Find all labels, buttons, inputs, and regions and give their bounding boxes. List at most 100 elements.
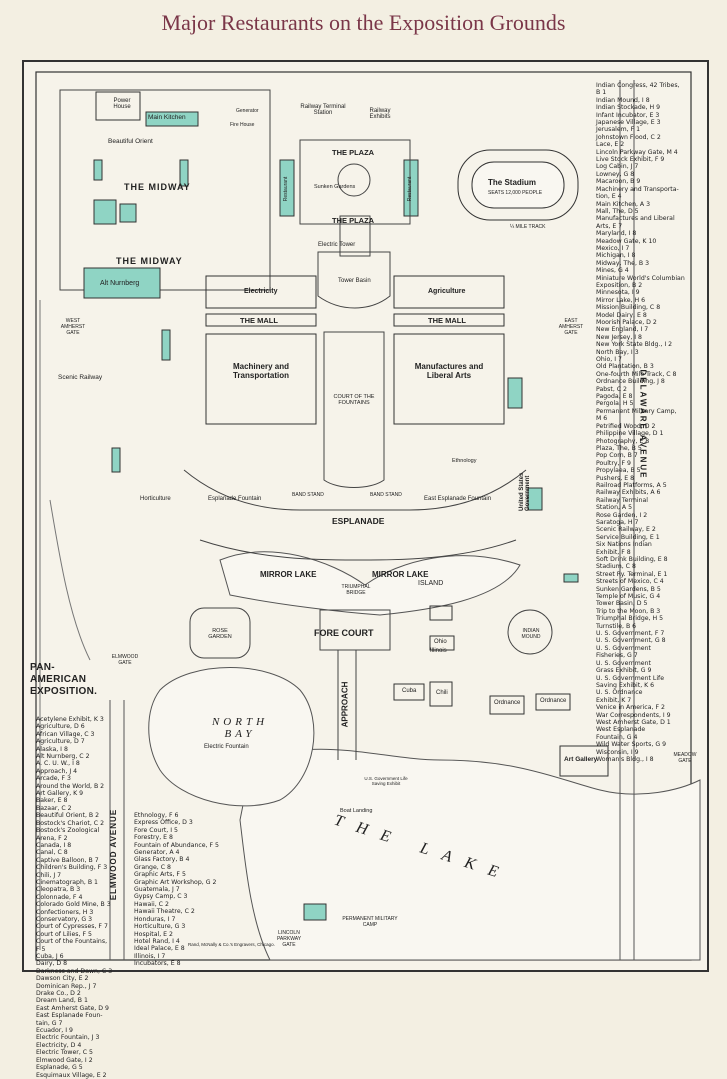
index-entry: Machinery and Transporta- xyxy=(596,185,679,193)
index-entry: Mirror Lake, H 6 xyxy=(596,296,646,304)
index-entry: Minnesota, I 9 xyxy=(596,289,640,297)
index-entry: Court of Lilies, F 5 xyxy=(36,930,92,938)
index-entry: Lace, E 2 xyxy=(596,141,625,149)
index-entry: Exhibit, F 8 xyxy=(596,548,631,556)
index-entry: Saving Exhibit, K 6 xyxy=(596,681,655,689)
label-the-midway-mid: THE MIDWAY xyxy=(116,256,183,266)
index-entry: Cuba, J 6 xyxy=(36,953,64,960)
index-entry: Philippine Village, D 1 xyxy=(596,430,664,438)
index-entry: Exposition, B 2 xyxy=(596,281,643,289)
label-court-fountains: COURT OF THE FOUNTAINS xyxy=(333,394,375,406)
restaurant-midway-3 xyxy=(119,203,137,223)
restaurant-plaza-east xyxy=(403,159,419,217)
restaurant-midway-1 xyxy=(93,159,103,181)
index-entry: Ideal Palace, E 8 xyxy=(134,945,185,953)
index-entry: African Village, C 3 xyxy=(36,730,95,738)
index-entry: U. S. Government, G 8 xyxy=(596,637,666,645)
label-mall-east: THE MALL xyxy=(428,316,466,325)
label-main-kitchen: Main Kitchen xyxy=(148,114,186,121)
index-entry: Railway Terminal xyxy=(596,496,649,504)
index-entry: Grange, C 8 xyxy=(134,863,171,871)
map-title: Major Restaurants on the Exposition Grou… xyxy=(161,10,566,35)
restaurant-us-gov xyxy=(527,487,543,511)
label-west-amherst-gate: WEST AMHERST GATE xyxy=(60,318,86,336)
label-indian-mound: INDIAN MOUND xyxy=(521,628,541,640)
index-entry: Exhibit, K 7 xyxy=(596,696,632,704)
index-entry: Canada, I 8 xyxy=(36,841,72,849)
index-entry: Dawson City, E 2 xyxy=(36,975,89,983)
label-tower-basin: Tower Basin xyxy=(338,278,371,284)
index-entry: Honduras, I 7 xyxy=(134,915,176,923)
index-entry: Ohio, I 7 xyxy=(596,356,622,364)
index-entry: Indian Mound, I 8 xyxy=(596,96,650,104)
index-entry: tion, E 4 xyxy=(596,193,622,201)
index-entry: Ethnology, F 6 xyxy=(134,812,179,819)
index-entry: U. S. Government Life xyxy=(596,674,665,682)
north-bay xyxy=(148,667,315,807)
legend-line: EXPOSITION. xyxy=(30,686,98,697)
label-approach: APPROACH xyxy=(340,681,350,728)
index-entry: Model Dairy, E 8 xyxy=(596,311,647,319)
label-ethnology: Ethnology xyxy=(452,458,477,464)
label-credit: Rand, McNally & Co.'s Engravers, Chicago… xyxy=(188,942,275,947)
index-entry: Six Nations Indian xyxy=(596,541,652,549)
label-life-saving: U.S. Government Life Saving Exhibit xyxy=(364,776,408,786)
index-entry: Horticulture, G 3 xyxy=(134,923,186,931)
index-entry: Generator, A 4 xyxy=(134,849,180,857)
index-entry: Fisheries, G 7 xyxy=(596,652,638,660)
index-entry: Gypsy Camp, C 3 xyxy=(134,893,188,901)
index-entry: Permanent Military Camp, xyxy=(596,407,677,415)
label-manufactures: Manufactures and Liberal Arts xyxy=(414,362,484,380)
index-entry: U. S. Government xyxy=(596,659,651,667)
index-entry: Glass Factory, B 4 xyxy=(134,856,190,864)
label-scenic-railway: Scenic Railway xyxy=(58,374,103,381)
restaurant-midway-5 xyxy=(161,329,171,361)
index-entry: Around the World, B 2 xyxy=(36,782,105,790)
index-entry: Cleopatra, B 3 xyxy=(36,886,81,894)
index-entry: Main Kitchen, A 3 xyxy=(596,200,651,208)
index-entry: Scenic Railway, E 2 xyxy=(596,526,656,534)
index-entry: Mission Building, C 8 xyxy=(596,304,661,312)
index-entry: Ecuador, I 9 xyxy=(36,1027,73,1035)
label-railway-exhibits: Railway Exhibits xyxy=(369,108,391,120)
label-the-stadium: The Stadium xyxy=(488,178,537,187)
index-entry: Hotel Rand, I 4 xyxy=(134,937,180,945)
index-entry: Fore Court, I 5 xyxy=(134,826,178,834)
label-ordnance-1: Ordnance xyxy=(494,700,521,706)
index-entry: Court of the Fountains, xyxy=(36,938,108,946)
restaurant-east xyxy=(507,377,523,409)
legend-line: PAN- xyxy=(30,662,55,673)
index-entry: Forestry, E 8 xyxy=(134,834,173,842)
label-ohio: Ohio xyxy=(434,639,447,645)
index-entry: Street Ry. Terminal, E 1 xyxy=(596,570,668,578)
index-entry: Drake Co., D 2 xyxy=(36,990,81,998)
index-entry: Plaza, The, B 5 xyxy=(596,444,642,452)
label-agriculture: Agriculture xyxy=(428,288,466,295)
index-entry: Photography, E 8 xyxy=(596,437,650,445)
index-entry: U. S. Government, F 7 xyxy=(596,630,665,638)
index-entry: Fountain of Abundance, F 5 xyxy=(134,841,219,849)
index-entry: A. C. U. W., I 8 xyxy=(36,760,80,768)
label-rose-garden: ROSE GARDEN xyxy=(208,628,232,640)
index-entry: East Esplanade Foun- xyxy=(36,1012,103,1020)
index-entry: Conservatory, G 3 xyxy=(36,915,93,923)
index-entry: Agriculture, D 7 xyxy=(36,738,85,746)
index-entry: Ordnance Building, J 8 xyxy=(596,378,665,386)
index-entry: Infant Incubator, E 3 xyxy=(596,111,660,119)
index-entry: Pagoda, E 8 xyxy=(596,393,633,401)
index-entry: Incubators, E 8 xyxy=(134,960,181,968)
label-cuba: Cuba xyxy=(402,688,417,694)
index-entry: Children's Building, F 3 xyxy=(36,864,108,872)
index-entry: Guatemala, J 7 xyxy=(134,886,180,894)
index-entry: Colorado Gold Mine, B 3 xyxy=(36,901,111,909)
label-esplanade: ESPLANADE xyxy=(332,516,385,526)
label-the-midway-top: THE MIDWAY xyxy=(124,182,191,192)
index-entry: Art Gallery, K 9 xyxy=(36,790,84,798)
index-entry: Station, A 5 xyxy=(596,504,633,512)
restaurant-lake xyxy=(303,903,327,921)
label-sunken-gardens: Sunken Gardens xyxy=(314,184,356,190)
index-entry: Jerusalem, F 1 xyxy=(596,126,641,134)
index-entry: Triumphal Bridge, H 5 xyxy=(596,615,664,623)
